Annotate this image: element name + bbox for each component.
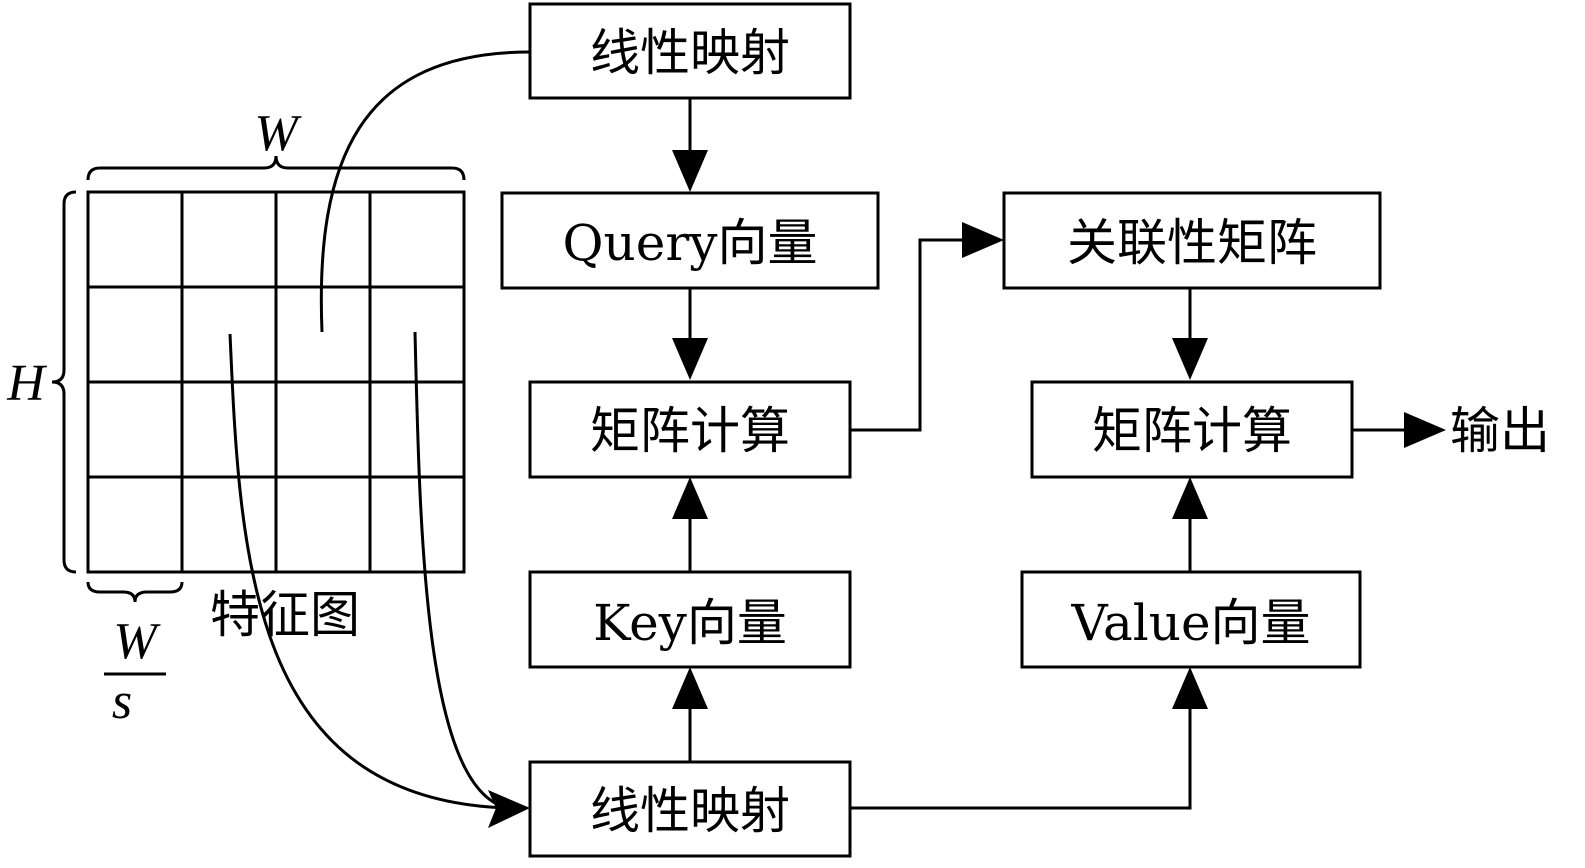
node-matmul-left-label: 矩阵计算: [590, 402, 790, 460]
connector-matmul-to-relevance: [850, 238, 970, 432]
node-matmul-left: 矩阵计算: [528, 380, 852, 479]
arrowhead-matmul-from-query: [672, 338, 708, 380]
node-linear-top: 线性映射: [528, 2, 852, 100]
node-matmul-right: 矩阵计算: [1030, 380, 1354, 479]
arrowhead-query: [672, 150, 708, 192]
output-label: 输出: [1450, 402, 1550, 460]
node-value-label: Value向量: [1070, 594, 1310, 652]
node-linear-bottom-label: 线性映射: [590, 782, 790, 840]
feature-map-label: 特征图: [210, 586, 360, 644]
feature-map-grid: [86, 190, 466, 574]
height-brace: [51, 190, 77, 574]
height-label: H: [6, 355, 47, 412]
arrowhead-matmul-right-from-relevance: [1172, 338, 1208, 380]
arrowhead-matmul-from-key: [672, 477, 708, 519]
curve-to-bottom-linear-1: [228, 333, 509, 810]
node-key-label: Key向量: [593, 594, 787, 652]
node-relevance-label: 关联性矩阵: [1067, 214, 1317, 272]
connector-linear-to-value: [850, 702, 1192, 810]
width-label: W: [254, 105, 302, 162]
cell-width-denominator: s: [112, 673, 132, 730]
width-brace: [86, 155, 466, 181]
cell-brace: [86, 581, 184, 603]
node-query: Query向量: [500, 191, 880, 290]
cell-width-numerator: W: [113, 613, 161, 670]
arrowhead-value: [1172, 667, 1208, 709]
curve-to-bottom-linear-2: [413, 331, 509, 810]
node-relevance: 关联性矩阵: [1002, 191, 1382, 290]
arrowhead-output: [1404, 412, 1446, 448]
node-matmul-right-label: 矩阵计算: [1092, 402, 1292, 460]
arrowhead-matmul-right-from-value: [1172, 477, 1208, 519]
arrowhead-relevance: [962, 222, 1004, 258]
node-linear-bottom: 线性映射: [528, 760, 852, 858]
arrowhead-key: [672, 667, 708, 709]
node-key: Key向量: [528, 570, 852, 669]
curve-to-top-linear: [319, 50, 531, 333]
node-query-label: Query向量: [563, 214, 818, 272]
node-value: Value向量: [1020, 570, 1362, 669]
node-linear-top-label: 线性映射: [590, 24, 790, 82]
arrowhead-bottom-linear: [488, 790, 530, 828]
